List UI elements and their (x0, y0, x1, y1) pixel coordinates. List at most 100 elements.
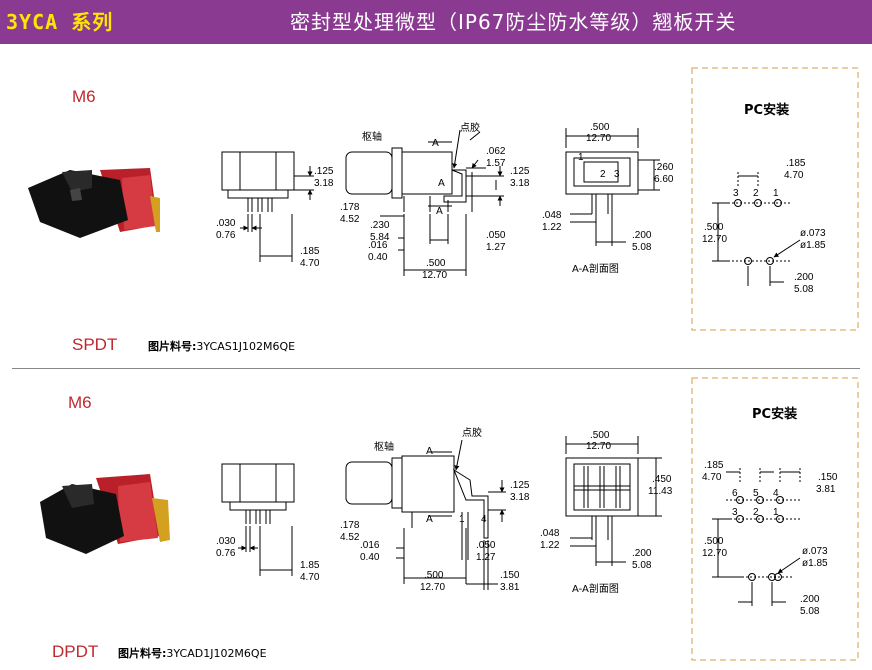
pc-footprint-dpdt (712, 468, 801, 606)
dim2-150-in: .150 (500, 570, 520, 581)
side-pin-1: 1 (459, 514, 465, 525)
section-view-dpdt (565, 436, 662, 566)
pc-dim-500-in: .500 (704, 222, 724, 233)
label-dot-glue-2: 点胶 (462, 426, 482, 439)
label-pivot-1: 枢轴 (362, 130, 382, 143)
dim-230-in: .230 (370, 220, 390, 231)
series-code-2: M6 (68, 393, 92, 412)
dim2-016-in: .016 (360, 540, 380, 551)
dim-200-mm: 5.08 (632, 242, 652, 253)
dim2-200-mm: 5.08 (632, 560, 652, 571)
pc-dim-185-in: .185 (786, 158, 806, 169)
section-label-1: A-A剖面图 (572, 262, 619, 275)
pc2-dim-073-mm: ø1.85 (802, 558, 828, 569)
dim2-050-in: .050 (476, 540, 496, 551)
pole-type-1: SPDT (72, 335, 118, 354)
dim2-030-in: .030 (216, 536, 236, 547)
dim2-500-mm: 12.70 (420, 582, 445, 593)
pc-dim-073-mm: ø1.85 (800, 240, 826, 251)
header-bar: 3YCA 系列 密封型处理微型（IP67防尘防水等级）翘板开关 (0, 0, 872, 44)
dim-260-in: .260 (654, 162, 674, 173)
part-number-value-1: 3YCAS1J102M6QE (196, 340, 296, 353)
dim2-016-mm: 0.40 (360, 552, 380, 563)
dim2-125-in: .125 (510, 480, 530, 491)
part-number-1: 图片料号:3YCAS1J102M6QE (148, 338, 295, 354)
dim-048-mm: 1.22 (542, 222, 562, 233)
dim-030-mm: 0.76 (216, 230, 236, 241)
pc2-dim-200-in: .200 (800, 594, 820, 605)
dim2-450-mm: 11.43 (648, 486, 673, 497)
dim-230-mm: 5.84 (370, 232, 390, 243)
front-view-spdt (221, 151, 314, 262)
dim-500t-in: .500 (590, 122, 610, 133)
pin-3-label: 3 (614, 169, 620, 180)
dim2-200-in: .200 (632, 548, 652, 559)
pc-pin-2: 2 (753, 188, 759, 199)
label-a-top-2: A (426, 446, 433, 457)
pc-dim-200-in: .200 (794, 272, 814, 283)
dim2-500t-in: .500 (590, 430, 610, 441)
dim-185-mm: 4.70 (300, 258, 320, 269)
series-code-1: M6 (72, 87, 96, 106)
pc-dim-500-mm: 12.70 (702, 234, 727, 245)
pc-mount-box-2 (691, 377, 859, 661)
pc2-dim-185-mm: 4.70 (702, 472, 722, 483)
pin-1-label: 1 (578, 152, 584, 163)
part-number-label-1: 图片料号: (148, 340, 197, 353)
front-view-dpdt (221, 463, 295, 576)
dim-185-in: .185 (300, 246, 320, 257)
pc2-dim-185-in: .185 (704, 460, 724, 471)
pc2-pin-6: 6 (732, 488, 738, 499)
dim-200-in: .200 (632, 230, 652, 241)
dim2-500t-mm: 12.70 (586, 441, 611, 452)
section-view-spdt (565, 128, 660, 246)
pc-pin-1: 1 (773, 188, 779, 199)
dim-016-mm: 0.40 (368, 252, 388, 263)
side-pin-4: 4 (481, 514, 487, 525)
pc2-pin-2: 2 (753, 507, 759, 518)
switch-photo-dpdt (40, 474, 170, 554)
pc2-dim-150-mm: 3.81 (816, 484, 836, 495)
side-view-spdt (345, 129, 504, 276)
pc2-dim-500-in: .500 (704, 536, 724, 547)
section-label-2: A-A剖面图 (572, 582, 619, 595)
dim-062-in: .062 (486, 146, 506, 157)
dim-500t-mm: 12.70 (586, 133, 611, 144)
pc2-dim-073-in: ø.073 (802, 546, 828, 557)
pc-dim-073-in: ø.073 (800, 228, 826, 239)
series-title: 3YCA 系列 (6, 10, 114, 34)
dim2-048-in: .048 (540, 528, 560, 539)
dim-178-mm: 4.52 (340, 214, 360, 225)
dim-030-in: .030 (216, 218, 236, 229)
switch-photo-spdt (28, 168, 160, 238)
dim2-030-mm: 0.76 (216, 548, 236, 559)
pole-type-2: DPDT (52, 642, 99, 661)
pc2-dim-150-in: .150 (818, 472, 838, 483)
label-a-top-1: A (432, 138, 439, 149)
pc-mount-title-2: PC安装 (752, 406, 797, 422)
pc2-pin-4: 4 (773, 488, 779, 499)
part-number-label-2: 图片料号: (118, 647, 167, 660)
dim-125b-in: .125 (510, 166, 530, 177)
page-title: 密封型处理微型（IP67防尘防水等级）翘板开关 (290, 10, 737, 34)
label-a-bot-2: A (426, 514, 433, 525)
pc2-dim-500-mm: 12.70 (702, 548, 727, 559)
pc-mount-title-1: PC安装 (744, 102, 789, 118)
dim-062-mm: 1.57 (486, 158, 506, 169)
side-view-dpdt (345, 439, 506, 590)
dim-178-in: .178 (340, 202, 360, 213)
label-a-bot-1: A (436, 206, 443, 217)
pc-mount-box-1 (691, 67, 859, 331)
part-number-value-2: 3YCAD1J102M6QE (166, 647, 267, 660)
dim2-178-mm: 4.52 (340, 532, 360, 543)
dim-125b-mm: 3.18 (510, 178, 530, 189)
dim-050-in: .050 (486, 230, 506, 241)
dim2-185-mm: 4.70 (300, 572, 320, 583)
pc-footprint-spdt (712, 172, 801, 286)
dim-048-in: .048 (542, 210, 562, 221)
dim2-125-mm: 3.18 (510, 492, 530, 503)
dim2-178-in: .178 (340, 520, 360, 531)
dim-500-mm: 12.70 (422, 270, 447, 281)
dim-050-mm: 1.27 (486, 242, 506, 253)
